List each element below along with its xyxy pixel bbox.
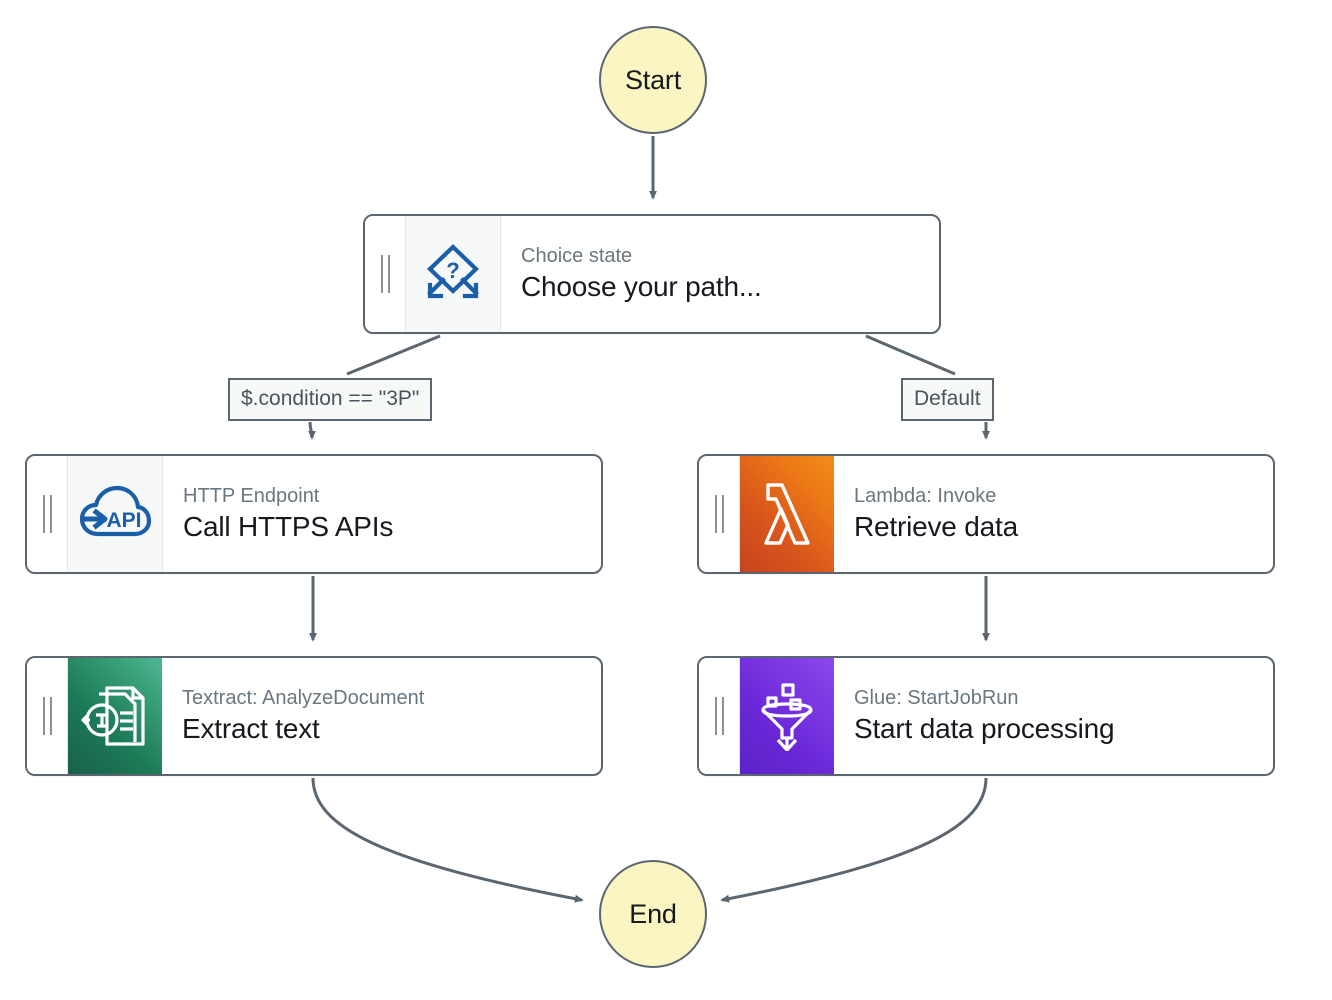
state-label-cell: Textract: AnalyzeDocument Extract text: [162, 658, 601, 774]
cloud-api-icon: API: [68, 456, 163, 572]
start-node[interactable]: Start: [599, 26, 707, 134]
drag-handle[interactable]: [27, 658, 68, 774]
drag-handle[interactable]: [699, 456, 740, 572]
edge-glue-to-end: [720, 777, 988, 903]
state-kind: Glue: StartJobRun: [854, 687, 1019, 709]
state-kind: Lambda: Invoke: [854, 485, 997, 507]
state-title: Extract text: [182, 713, 320, 744]
state-title: Call HTTPS APIs: [183, 511, 394, 542]
state-title: Choose your path...: [521, 271, 762, 302]
state-kind: Textract: AnalyzeDocument: [182, 687, 425, 709]
edge-textract-to-end: [311, 777, 584, 903]
state-title: Start data processing: [854, 713, 1115, 744]
edge-condition-to-http: [307, 421, 316, 440]
state-node-choice[interactable]: ? Choice state Choose your path...: [363, 214, 941, 334]
edge-label-default[interactable]: Default: [901, 378, 994, 421]
end-label: End: [629, 898, 677, 929]
edge-choice-to-default-label: [865, 334, 956, 376]
state-label-cell: HTTP Endpoint Call HTTPS APIs: [163, 456, 601, 572]
glue-funnel-icon: [740, 658, 834, 774]
state-kind: HTTP Endpoint: [183, 485, 320, 507]
state-node-textract[interactable]: Textract: AnalyzeDocument Extract text: [25, 656, 603, 776]
state-label-cell: Lambda: Invoke Retrieve data: [834, 456, 1273, 572]
svg-text:?: ?: [446, 258, 459, 283]
edge-label-condition[interactable]: $.condition == "3P": [228, 378, 433, 421]
lambda-icon: [740, 456, 834, 572]
drag-handle[interactable]: [699, 658, 740, 774]
state-node-http-endpoint[interactable]: API HTTP Endpoint Call HTTPS APIs: [25, 454, 603, 574]
drag-handle[interactable]: [365, 216, 406, 332]
state-title: Retrieve data: [854, 511, 1018, 542]
state-label-cell: Choice state Choose your path...: [501, 216, 939, 332]
state-label-cell: Glue: StartJobRun Start data processing: [834, 658, 1273, 774]
state-node-lambda[interactable]: Lambda: Invoke Retrieve data: [697, 454, 1275, 574]
choice-diamond-question-icon: ?: [406, 216, 501, 332]
start-label: Start: [624, 64, 682, 95]
textract-document-icon: [68, 658, 162, 774]
svg-text:API: API: [106, 509, 141, 532]
state-node-glue[interactable]: Glue: StartJobRun Start data processing: [697, 656, 1275, 776]
drag-handle[interactable]: [27, 456, 68, 572]
edge-choice-to-condition-label: [346, 334, 441, 376]
state-kind: Choice state: [521, 245, 633, 267]
end-node[interactable]: End: [599, 860, 707, 968]
